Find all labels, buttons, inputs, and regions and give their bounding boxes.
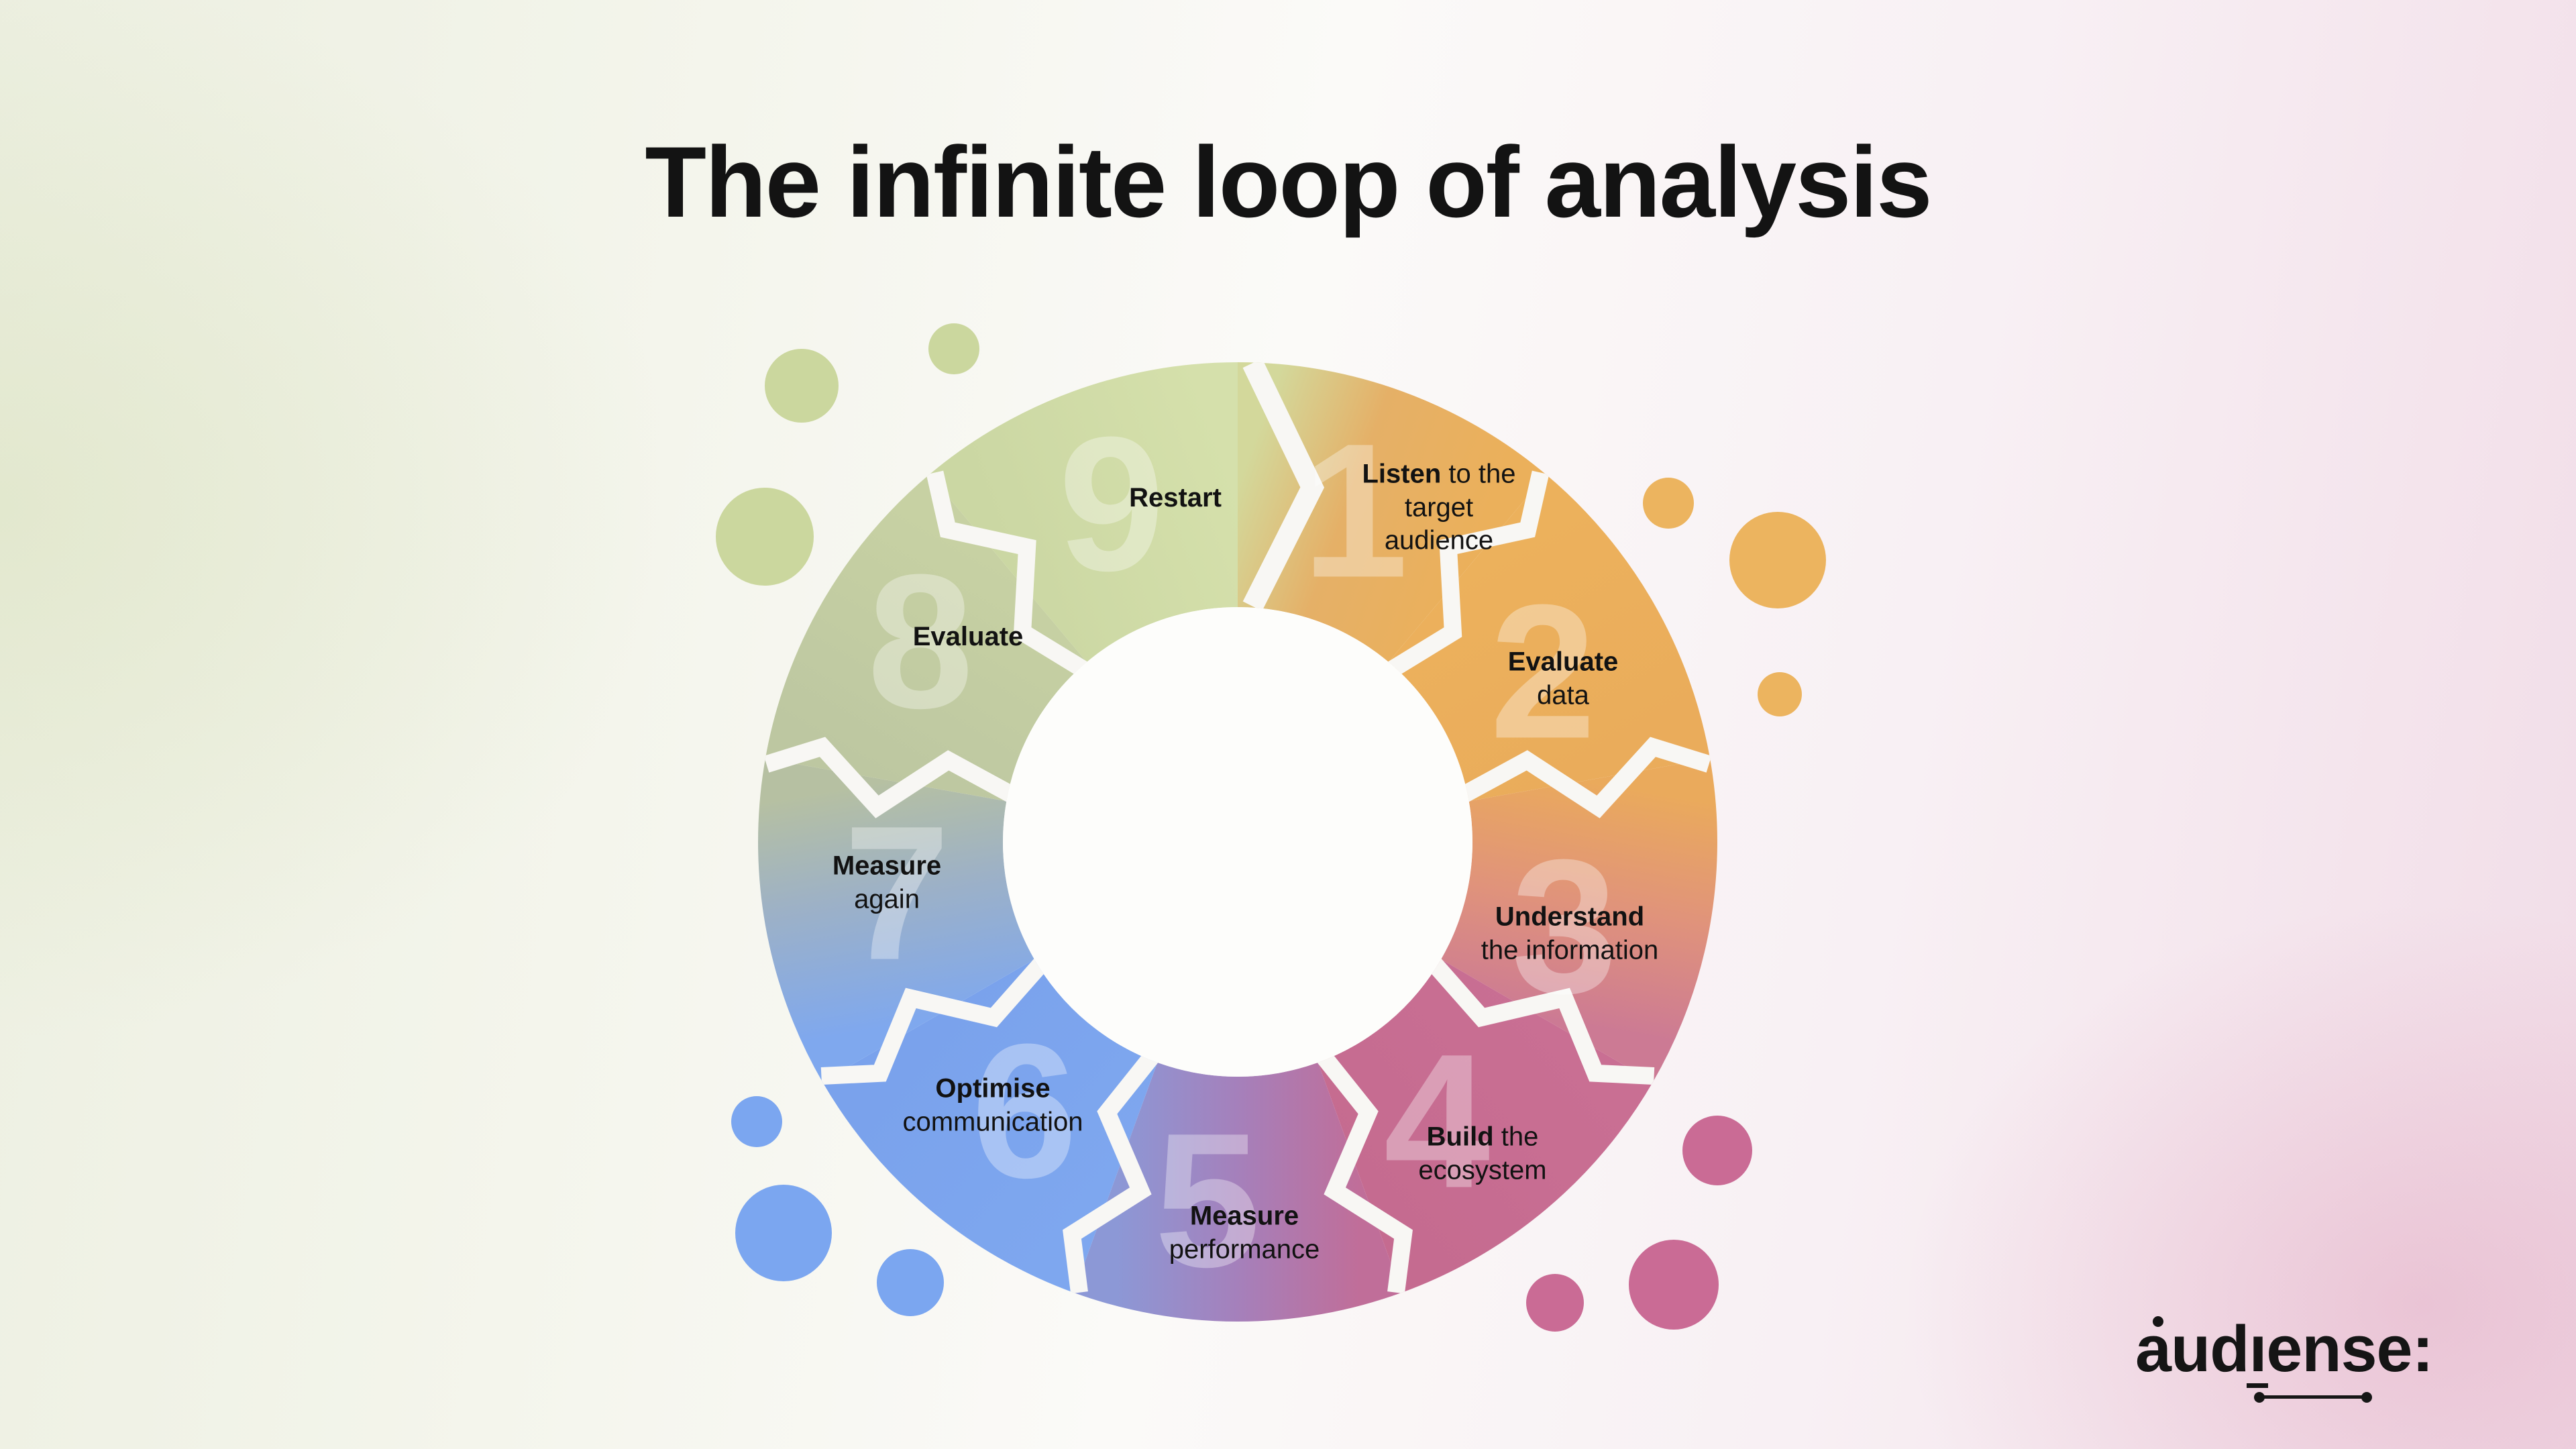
step-label-line: audience — [1384, 525, 1494, 555]
logo-text: ense — [2266, 1312, 2412, 1385]
step-label-line: Measure — [1189, 1201, 1299, 1231]
zigzag-separator — [926, 470, 1090, 678]
segment-understand-the-information — [1441, 758, 1717, 1082]
zigzag-separator — [820, 957, 1049, 1085]
orange-decorative-dot-icon — [1729, 512, 1826, 608]
audiense-wordmark: audıense: — [2135, 1316, 2444, 1381]
zigzag-separator — [763, 737, 1018, 818]
green-decorative-dot-icon — [716, 488, 814, 586]
blue-decorative-dot-icon — [877, 1249, 944, 1316]
logo-colon: : — [2412, 1312, 2434, 1385]
step-label-line: Evaluate — [912, 622, 1024, 652]
step-label-line: Understand — [1495, 902, 1645, 932]
step-label-line: Listen to the — [1362, 459, 1516, 489]
zigzag-separator — [1316, 1049, 1413, 1294]
green-decorative-dot-icon — [928, 323, 979, 374]
zigzag-separator — [1385, 470, 1550, 678]
step-label-6: Optimise communication — [902, 1072, 1083, 1138]
segment-evaluate — [765, 474, 1087, 802]
step-label-8: Evaluate — [913, 621, 1024, 654]
step-label-9: Restart — [1129, 482, 1222, 515]
logo-text: aud — [2135, 1312, 2249, 1385]
logo-dotless-i: ı — [2249, 1312, 2267, 1385]
segment-measure-performance — [1073, 1062, 1402, 1322]
step-label-line: the information — [1481, 935, 1659, 965]
segment-optimise-communication — [822, 959, 1158, 1293]
blue-decorative-dot-icon — [731, 1096, 782, 1147]
pink-decorative-dot-icon — [1682, 1116, 1752, 1185]
logo-connector-line-icon — [2254, 1392, 2372, 1403]
green-decorative-dot-icon — [765, 349, 839, 423]
orange-decorative-dot-icon — [1758, 672, 1802, 716]
step-label-line: Restart — [1129, 483, 1222, 513]
step-label-line: communication — [902, 1107, 1083, 1136]
segment-restart — [929, 362, 1238, 662]
zigzag-separator — [1426, 957, 1655, 1085]
zigzag-separator — [1458, 737, 1712, 818]
wheel-center-hole — [1003, 607, 1472, 1077]
loop-arrow-separator — [1242, 362, 1325, 611]
step-label-line: Measure — [832, 851, 942, 881]
step-label-line: data — [1537, 680, 1589, 710]
pink-decorative-dot-icon — [1526, 1274, 1584, 1332]
step-label-line: performance — [1169, 1234, 1320, 1264]
segment-evaluate-data — [1389, 474, 1711, 802]
audiense-logo: audıense: — [2135, 1316, 2444, 1430]
step-label-line: Build the — [1426, 1122, 1539, 1152]
logo-a-dot-icon — [2153, 1316, 2163, 1327]
zigzag-separator — [1063, 1049, 1160, 1294]
step-label-line: ecosystem — [1418, 1155, 1547, 1185]
segment-separators — [763, 362, 1712, 1294]
page-title: The infinite loop of analysis — [645, 125, 1932, 238]
segment-listen-to-the-target-audience — [1238, 362, 1546, 662]
step-label-line: Optimise — [935, 1073, 1051, 1104]
blue-decorative-dot-icon — [735, 1185, 832, 1281]
segment-build-the-ecosystem — [1318, 959, 1654, 1293]
pink-decorative-dot-icon — [1629, 1240, 1719, 1330]
segment-measure-again — [758, 758, 1034, 1082]
step-label-line: again — [854, 884, 920, 914]
step-label-line: target — [1404, 492, 1474, 523]
orange-decorative-dot-icon — [1643, 478, 1694, 529]
step-label-line: Evaluate — [1507, 647, 1619, 677]
